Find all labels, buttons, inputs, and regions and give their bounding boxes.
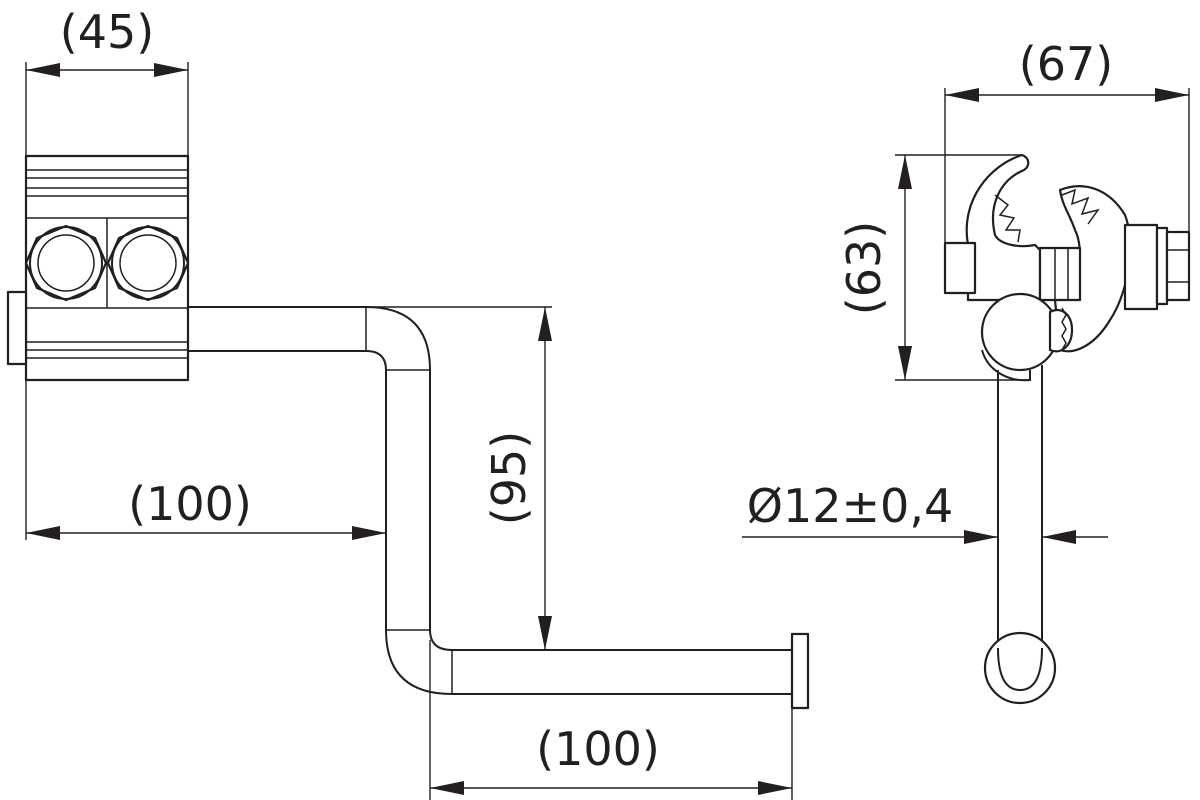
dimension-45: (45) xyxy=(25,5,189,156)
dimension-67: (67) xyxy=(944,37,1190,243)
dimension-label-100-lower: (100) xyxy=(536,722,660,776)
dimension-label-95: (95) xyxy=(482,431,536,525)
dimension-label-67: (67) xyxy=(1019,37,1113,91)
bolt-head-right xyxy=(106,224,190,302)
dimension-label-diameter: Ø12±0,4 xyxy=(747,479,953,533)
dimension-95: (95) xyxy=(366,306,552,651)
dimension-label-45: (45) xyxy=(60,5,154,59)
bent-rod xyxy=(188,306,810,710)
side-clamp xyxy=(943,153,1191,382)
side-rod xyxy=(983,365,1057,705)
side-view: (67) (63) Ø12±0,4 xyxy=(742,37,1191,705)
bolt-head-left xyxy=(24,224,108,302)
dimension-label-63: (63) xyxy=(837,221,891,315)
dimension-63: (63) xyxy=(837,154,1030,381)
dimension-diameter: Ø12±0,4 xyxy=(742,479,1108,544)
dimension-100-upper: (100) xyxy=(25,380,386,540)
dimension-100-lower: (100) xyxy=(429,640,793,800)
front-view: (45) (100) (95) (100) xyxy=(6,5,810,800)
dimension-label-100-upper: (100) xyxy=(128,477,252,531)
